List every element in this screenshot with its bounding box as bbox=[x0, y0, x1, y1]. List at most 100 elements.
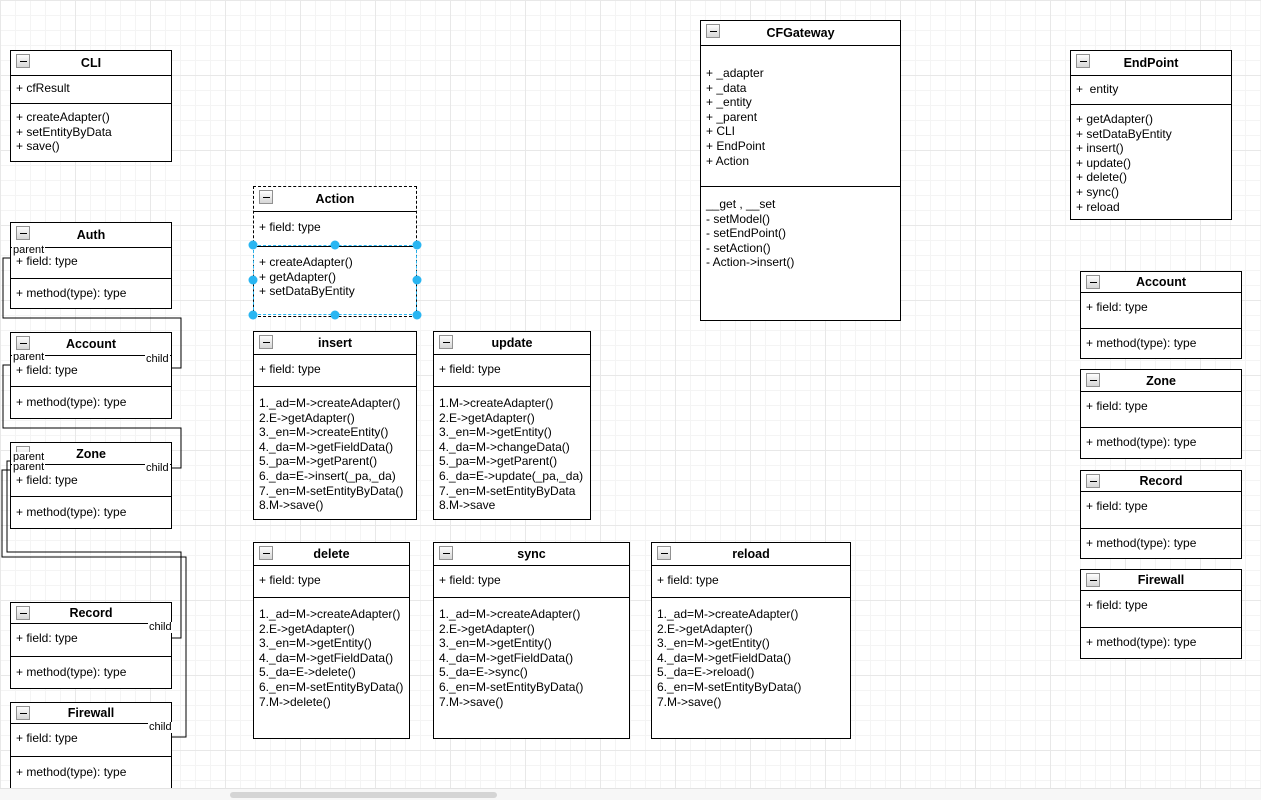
class-section[interactable]: + field: type bbox=[11, 465, 171, 496]
class-section[interactable]: + _adapter+ _data+ _entity+ _parent+ CLI… bbox=[701, 46, 900, 186]
class-section[interactable]: + field: type bbox=[1081, 392, 1241, 427]
edge-label-child[interactable]: child bbox=[148, 721, 173, 733]
class-section[interactable]: + method(type): type bbox=[11, 496, 171, 528]
class-section[interactable]: + createAdapter()+ setEntityByData+ save… bbox=[11, 103, 171, 161]
edge-zone-parent-to-firewall-child[interactable] bbox=[1, 469, 187, 738]
collapse-minus-icon[interactable] bbox=[259, 546, 273, 560]
collapse-minus-icon[interactable] bbox=[16, 226, 30, 240]
class-section[interactable]: + field: type bbox=[254, 566, 409, 597]
collapse-minus-icon[interactable] bbox=[16, 706, 30, 720]
collapse-minus-icon[interactable] bbox=[439, 546, 453, 560]
class-section[interactable]: 1._ad=M->createAdapter()2.E->getAdapter(… bbox=[434, 597, 629, 738]
class-box-record-right[interactable]: Record+ field: type+ method(type): type bbox=[1080, 470, 1242, 559]
class-title-bar[interactable]: EndPoint bbox=[1071, 51, 1231, 76]
class-section[interactable]: 1.M->createAdapter()2.E->getAdapter()3._… bbox=[434, 386, 590, 519]
collapse-minus-icon[interactable] bbox=[16, 336, 30, 350]
class-section[interactable]: + field: type bbox=[254, 355, 416, 386]
class-section[interactable]: 1._ad=M->createAdapter()2.E->getAdapter(… bbox=[254, 597, 409, 738]
class-box-action[interactable]: Action+ field: type+ createAdapter()+ ge… bbox=[253, 186, 417, 317]
class-title-bar[interactable]: Auth bbox=[11, 223, 171, 248]
class-section[interactable]: + method(type): type bbox=[1081, 427, 1241, 458]
class-title-bar[interactable]: Record bbox=[1081, 471, 1241, 492]
collapse-minus-icon[interactable] bbox=[657, 546, 671, 560]
horizontal-scrollbar-track[interactable] bbox=[0, 788, 1261, 800]
selection-handle[interactable] bbox=[330, 310, 340, 320]
class-title-bar[interactable]: update bbox=[434, 332, 590, 355]
class-section[interactable]: + createAdapter()+ getAdapter()+ setData… bbox=[254, 246, 416, 316]
collapse-minus-icon[interactable] bbox=[259, 335, 273, 349]
class-section[interactable]: + method(type): type bbox=[1081, 328, 1241, 358]
class-box-zone-right[interactable]: Zone+ field: type+ method(type): type bbox=[1080, 369, 1242, 459]
horizontal-scrollbar-thumb[interactable] bbox=[230, 792, 497, 798]
class-title-bar[interactable]: Account bbox=[11, 333, 171, 356]
edge-label-child[interactable]: child bbox=[145, 462, 170, 474]
class-title-bar[interactable]: Zone bbox=[1081, 370, 1241, 392]
class-section[interactable]: + field: type bbox=[1081, 293, 1241, 328]
selection-handle[interactable] bbox=[248, 240, 258, 250]
edge-auth-parent-to-account-child[interactable] bbox=[2, 257, 182, 369]
class-section[interactable]: + field: type bbox=[11, 624, 171, 656]
selection-handle[interactable] bbox=[412, 275, 422, 285]
class-section[interactable]: + method(type): type bbox=[11, 756, 171, 788]
class-section[interactable]: + method(type): type bbox=[11, 386, 171, 418]
class-title-bar[interactable]: Firewall bbox=[1081, 570, 1241, 591]
edge-label-child[interactable]: child bbox=[148, 621, 173, 633]
edge-label-parent[interactable]: parent bbox=[12, 351, 46, 363]
class-box-auth[interactable]: Auth+ field: type+ method(type): type bbox=[10, 222, 172, 309]
class-title-bar[interactable]: sync bbox=[434, 543, 629, 566]
class-section[interactable]: + entity bbox=[1071, 76, 1231, 104]
class-section[interactable]: + field: type bbox=[652, 566, 850, 597]
class-box-account-left[interactable]: Account+ field: type+ method(type): type bbox=[10, 332, 172, 419]
edge-label-child[interactable]: child bbox=[145, 353, 170, 365]
collapse-minus-icon[interactable] bbox=[1086, 474, 1100, 488]
selection-handle[interactable] bbox=[248, 275, 258, 285]
class-section[interactable]: + method(type): type bbox=[11, 656, 171, 688]
class-section[interactable]: + field: type bbox=[434, 566, 629, 597]
class-box-cli[interactable]: CLI+ cfResult+ createAdapter()+ setEntit… bbox=[10, 50, 172, 162]
class-section[interactable]: + getAdapter()+ setDataByEntity+ insert(… bbox=[1071, 104, 1231, 219]
class-section[interactable]: + field: type bbox=[11, 724, 171, 756]
class-section[interactable]: + method(type): type bbox=[1081, 528, 1241, 558]
collapse-minus-icon[interactable] bbox=[1086, 573, 1100, 587]
edge-label-parent[interactable]: parent bbox=[12, 461, 46, 473]
selection-handle[interactable] bbox=[412, 240, 422, 250]
class-box-record-left[interactable]: Record+ field: type+ method(type): type bbox=[10, 602, 172, 689]
class-section[interactable]: + method(type): type bbox=[1081, 627, 1241, 658]
collapse-minus-icon[interactable] bbox=[1076, 54, 1090, 68]
edge-label-parent[interactable]: parent bbox=[12, 451, 46, 463]
class-box-firewall-left[interactable]: Firewall+ field: type+ method(type): typ… bbox=[10, 702, 172, 789]
class-title-bar[interactable]: Account bbox=[1081, 272, 1241, 293]
class-title-bar[interactable]: delete bbox=[254, 543, 409, 566]
collapse-minus-icon[interactable] bbox=[706, 24, 720, 38]
edge-label-parent[interactable]: parent bbox=[12, 244, 46, 256]
class-title-bar[interactable]: Action bbox=[254, 187, 416, 212]
class-title-bar[interactable]: CFGateway bbox=[701, 21, 900, 46]
class-section[interactable]: + field: type bbox=[11, 248, 171, 278]
collapse-minus-icon[interactable] bbox=[16, 606, 30, 620]
edge-account-parent-to-zone-child[interactable] bbox=[2, 364, 182, 469]
class-title-bar[interactable]: insert bbox=[254, 332, 416, 355]
selection-handle[interactable] bbox=[248, 310, 258, 320]
edge-zone-parent-to-record-child[interactable] bbox=[6, 460, 182, 639]
class-title-bar[interactable]: Firewall bbox=[11, 703, 171, 724]
class-title-bar[interactable]: Record bbox=[11, 603, 171, 624]
class-section[interactable]: __get , __set- setModel()- setEndPoint()… bbox=[701, 186, 900, 320]
class-section[interactable]: + field: type bbox=[11, 356, 171, 386]
class-section[interactable]: 1._ad=M->createAdapter()2.E->getAdapter(… bbox=[652, 597, 850, 738]
class-section[interactable]: + field: type bbox=[1081, 591, 1241, 627]
class-box-firewall-right[interactable]: Firewall+ field: type+ method(type): typ… bbox=[1080, 569, 1242, 659]
selection-handle[interactable] bbox=[330, 240, 340, 250]
collapse-minus-icon[interactable] bbox=[1086, 373, 1100, 387]
collapse-minus-icon[interactable] bbox=[439, 335, 453, 349]
class-title-bar[interactable]: CLI bbox=[11, 51, 171, 76]
class-title-bar[interactable]: reload bbox=[652, 543, 850, 566]
collapse-minus-icon[interactable] bbox=[16, 54, 30, 68]
class-section[interactable]: + field: type bbox=[1081, 492, 1241, 528]
class-section[interactable]: 1._ad=M->createAdapter()2.E->getAdapter(… bbox=[254, 386, 416, 519]
class-section[interactable]: + method(type): type bbox=[11, 278, 171, 308]
